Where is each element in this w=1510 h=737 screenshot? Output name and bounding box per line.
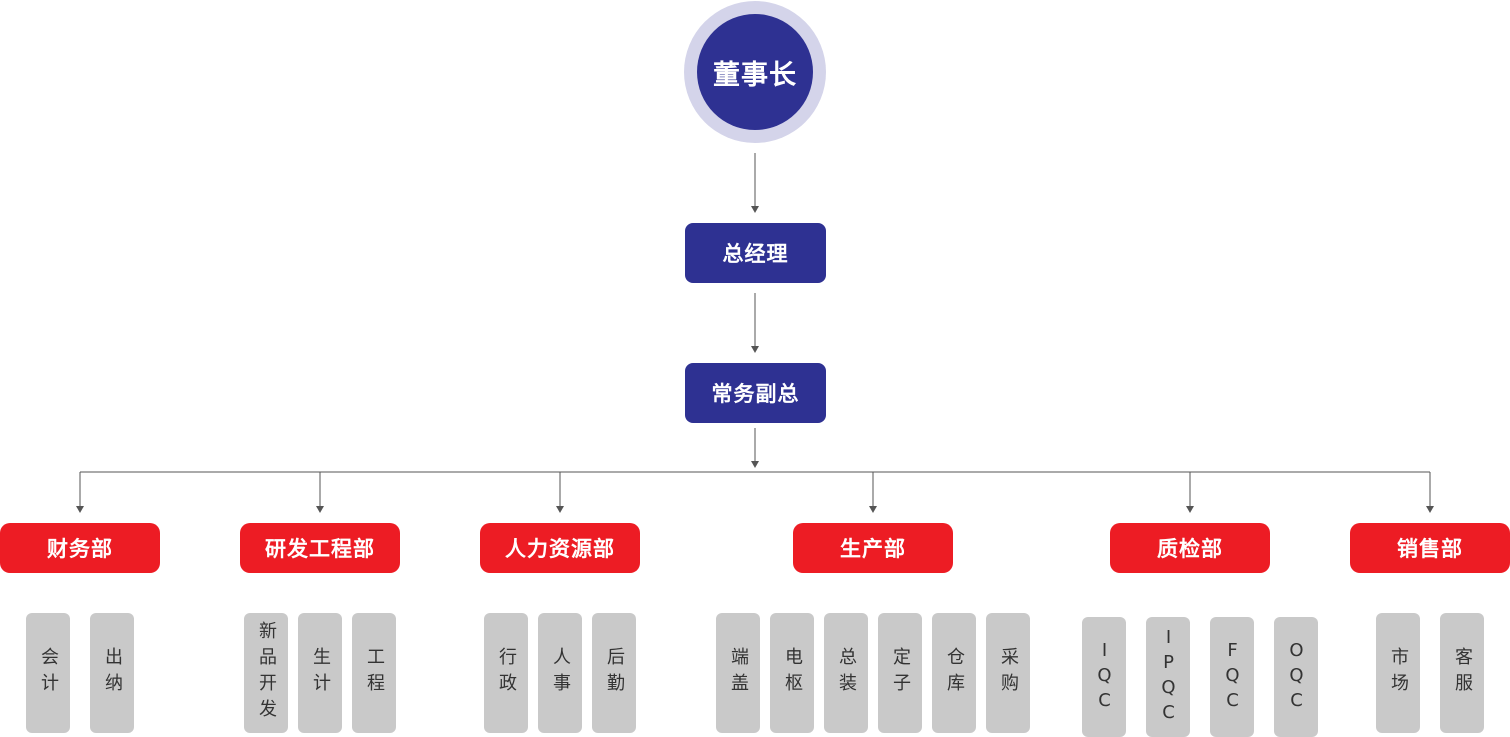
unit-node: 工程: [352, 613, 396, 733]
unit-label: 电枢: [782, 647, 803, 699]
department-node: 生产部: [793, 523, 953, 573]
arrowhead: [556, 506, 564, 513]
unit-label: 市场: [1388, 647, 1409, 699]
department-label: 研发工程部: [265, 537, 375, 561]
unit-node: 客服: [1440, 613, 1484, 733]
unit-node: 端盖: [716, 613, 760, 733]
unit-label: 新品开发: [256, 621, 277, 725]
unit-label: 采购: [998, 647, 1019, 699]
unit-label: 工程: [364, 647, 385, 699]
unit-node: 行政: [484, 613, 528, 733]
unit-node: 定子: [878, 613, 922, 733]
unit-node: 生计: [298, 613, 342, 733]
unit-node: OQC: [1274, 617, 1318, 737]
unit-label: 生计: [310, 647, 331, 699]
arrowhead: [1426, 506, 1434, 513]
unit-node: IPQC: [1146, 617, 1190, 737]
unit-node: 新品开发: [244, 613, 288, 733]
unit-node: 后勤: [592, 613, 636, 733]
unit-label: 出纳: [102, 647, 123, 699]
general-manager-label: 总经理: [722, 242, 789, 266]
unit-label: FQC: [1222, 639, 1243, 715]
department-label: 质检部: [1157, 537, 1223, 561]
unit-node: 市场: [1376, 613, 1420, 733]
unit-node: 会计: [26, 613, 70, 733]
unit-node: FQC: [1210, 617, 1254, 737]
unit-label: IPQC: [1158, 627, 1179, 727]
unit-label: 行政: [496, 647, 517, 699]
unit-node: IQC: [1082, 617, 1126, 737]
arrowhead: [751, 346, 759, 353]
unit-label: 仓库: [944, 647, 965, 699]
arrowhead: [1186, 506, 1194, 513]
department-node: 财务部: [0, 523, 160, 573]
unit-node: 电枢: [770, 613, 814, 733]
department-node: 研发工程部: [240, 523, 400, 573]
unit-node: 总装: [824, 613, 868, 733]
arrowhead: [76, 506, 84, 513]
unit-node: 仓库: [932, 613, 976, 733]
department-label: 人力资源部: [505, 537, 615, 561]
arrowhead: [316, 506, 324, 513]
unit-label: OQC: [1286, 639, 1307, 715]
chairman-label: 董事长: [713, 59, 797, 91]
unit-node: 采购: [986, 613, 1030, 733]
unit-node: 出纳: [90, 613, 134, 733]
executive-vp-label: 常务副总: [711, 382, 800, 406]
unit-label: 会计: [38, 647, 59, 699]
arrowhead: [751, 206, 759, 213]
department-node: 人力资源部: [480, 523, 640, 573]
unit-node: 人事: [538, 613, 582, 733]
unit-label: 后勤: [604, 647, 625, 699]
arrowhead: [751, 461, 759, 468]
arrowhead: [869, 506, 877, 513]
executive-vp-node: 常务副总: [685, 363, 826, 423]
unit-label: IQC: [1094, 639, 1115, 715]
department-label: 销售部: [1397, 537, 1463, 561]
department-label: 财务部: [47, 537, 113, 561]
unit-label: 定子: [890, 647, 911, 699]
chairman-node: 董事长: [697, 14, 813, 130]
unit-label: 总装: [836, 647, 857, 699]
unit-label: 端盖: [728, 647, 749, 699]
department-node: 销售部: [1350, 523, 1510, 573]
department-label: 生产部: [840, 537, 906, 561]
unit-label: 人事: [550, 647, 571, 699]
general-manager-node: 总经理: [685, 223, 826, 283]
unit-label: 客服: [1452, 647, 1473, 699]
department-node: 质检部: [1110, 523, 1270, 573]
